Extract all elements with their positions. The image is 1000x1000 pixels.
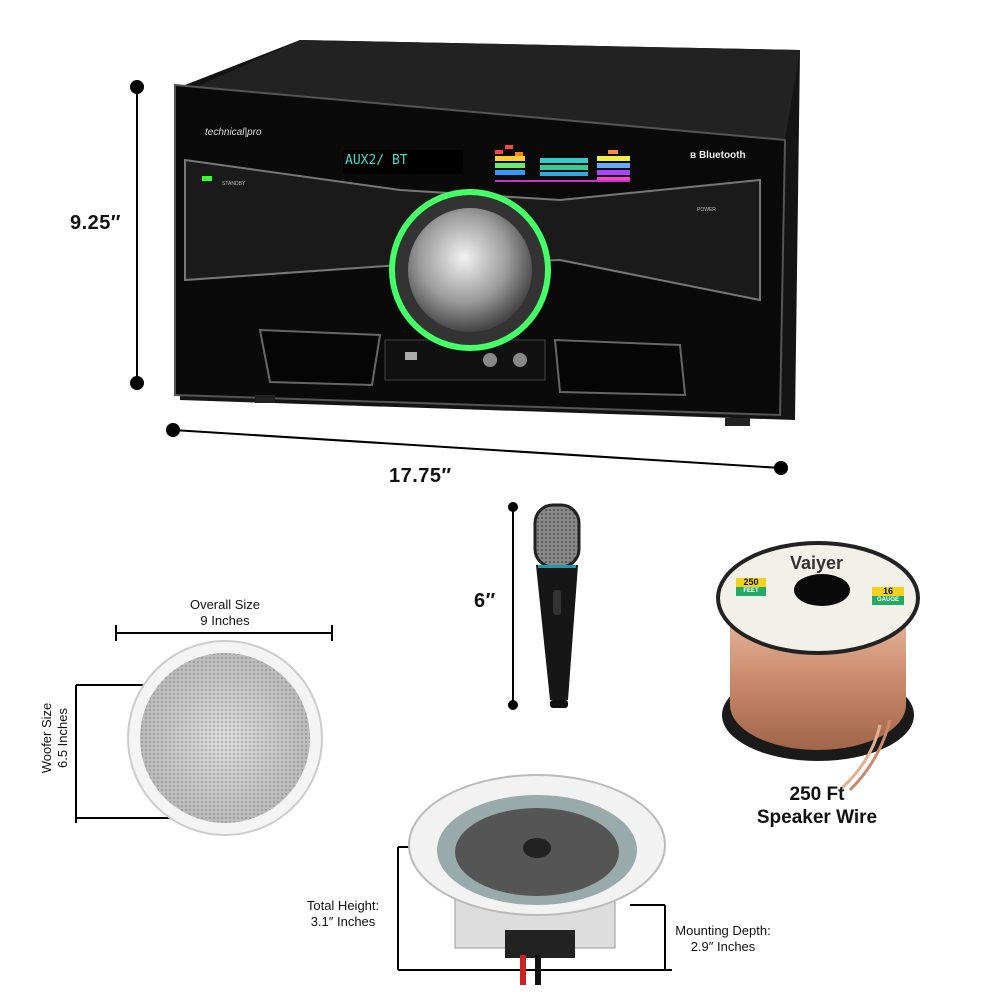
woofer-size-line1: Woofer Size	[39, 702, 54, 774]
mounting-depth-line1: Mounting Depth:	[675, 923, 771, 938]
bluetooth-icon: ʙ	[690, 150, 699, 161]
overall-size-label: Overall Size 9 Inches	[150, 597, 300, 629]
amplifier-width-label: 17.75″	[389, 465, 452, 487]
amplifier-height-label: 9.25″	[70, 212, 122, 234]
microphone-image	[533, 503, 581, 708]
bluetooth-text: Bluetooth	[698, 150, 746, 161]
speaker-wire-spool-image	[716, 541, 920, 792]
ceiling-speaker-side-image	[408, 774, 666, 985]
total-height-line1: Total Height:	[306, 898, 380, 913]
overall-size-line1: Overall Size	[189, 597, 261, 612]
mounting-depth-line2: 2.9″ Inches	[690, 939, 756, 954]
amplifier-image	[174, 40, 800, 426]
equalizer-display	[495, 145, 630, 182]
bluetooth-label: ʙ Bluetooth	[690, 150, 746, 161]
ceiling-speaker-front-image	[127, 640, 323, 836]
standby-label: STANDBY	[222, 181, 246, 187]
speaker-wire-caption-line2: Speaker Wire	[756, 807, 878, 828]
woofer-size-label: Woofer Size 6.5 Inches	[39, 663, 71, 813]
total-height-label: Total Height: 3.1″ Inches	[283, 898, 403, 930]
amplifier-brand-logo: technical|pro	[205, 127, 262, 138]
power-label: POWER	[697, 207, 716, 213]
gauge-badge: 16 GAUGE	[872, 587, 904, 605]
amplifier-display-text: AUX2/ BT	[345, 153, 408, 168]
mounting-depth-label: Mounting Depth: 2.9″ Inches	[663, 923, 783, 955]
gauge-badge-unit: GAUGE	[872, 596, 904, 605]
speaker-wire-caption: 250 Ft Speaker Wire	[737, 783, 897, 829]
overall-size-line2: 9 Inches	[200, 613, 250, 628]
feet-badge-unit: FEET	[736, 587, 766, 596]
gauge-badge-value: 16	[872, 587, 904, 596]
total-height-line2: 3.1″ Inches	[310, 914, 376, 929]
feet-badge-value: 250	[736, 578, 766, 587]
wire-brand-logo: Vaiyer	[790, 553, 844, 573]
microphone-height-label: 6″	[474, 590, 496, 612]
woofer-size-line2: 6.5 Inches	[55, 708, 70, 768]
speaker-wire-caption-line1: 250 Ft	[789, 784, 845, 805]
feet-badge: 250 FEET	[736, 578, 766, 596]
